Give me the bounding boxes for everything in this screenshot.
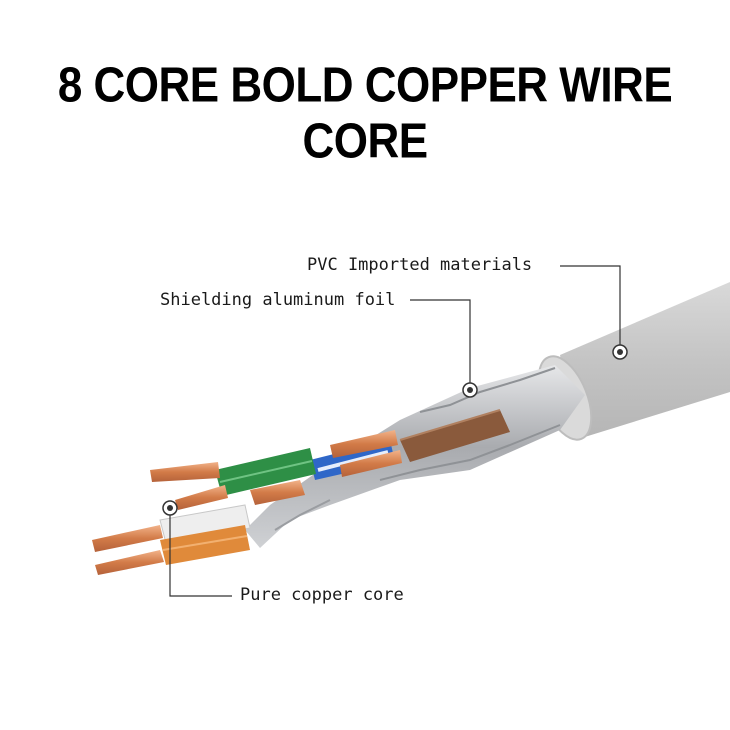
copper-callout-label: Pure copper core bbox=[240, 585, 404, 605]
orange-wire bbox=[160, 525, 250, 565]
copper-leader-line bbox=[169, 508, 232, 597]
pvc-leader-line bbox=[560, 265, 621, 352]
blue-wire bbox=[310, 440, 395, 480]
white-wire bbox=[159, 504, 251, 544]
pvc-callout-label: PVC Imported materials bbox=[307, 255, 533, 275]
copper-strands bbox=[92, 430, 402, 575]
green-wire bbox=[215, 448, 316, 496]
page-title: 8 CORE BOLD COPPER WIRE CORE bbox=[57, 58, 673, 169]
callout-lines bbox=[169, 265, 621, 597]
foil-leader-line bbox=[410, 299, 471, 390]
brown-wire bbox=[399, 409, 510, 462]
callout-markers bbox=[162, 344, 628, 516]
foil-callout-label: Shielding aluminum foil bbox=[160, 290, 396, 310]
